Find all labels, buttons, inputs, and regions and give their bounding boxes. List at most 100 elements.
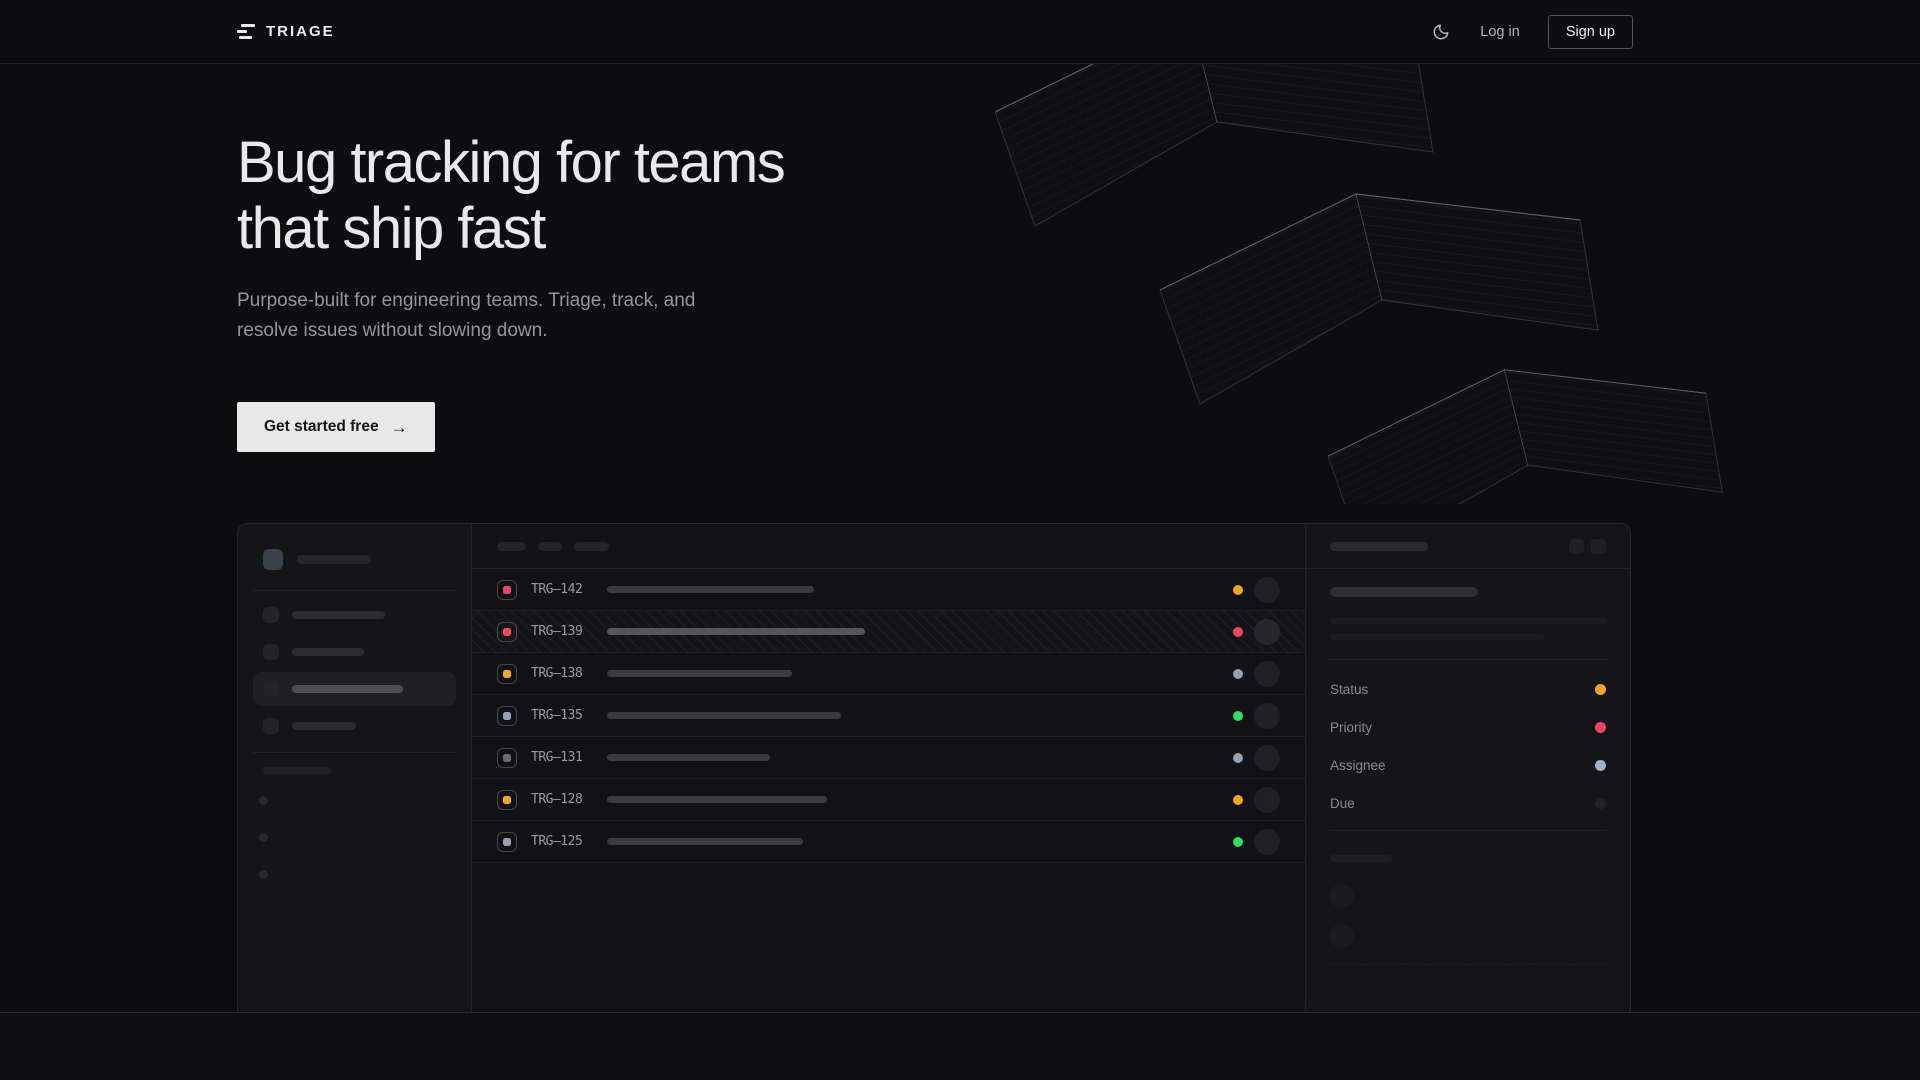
sidebar-nav-item xyxy=(253,596,456,633)
field-value-dot xyxy=(1595,721,1606,733)
issue-row: TRG–131 xyxy=(472,737,1305,779)
issue-id: TRG–125 xyxy=(531,834,583,849)
divider xyxy=(1330,830,1606,831)
avatar-placeholder xyxy=(1254,744,1280,771)
field-row-priority: Priority xyxy=(1330,708,1606,746)
issue-title-skeleton xyxy=(607,712,841,719)
issue-type-icon xyxy=(497,579,517,600)
skeleton-bar xyxy=(292,647,364,656)
detail-panel: Status Priority Assignee Due xyxy=(1305,524,1630,1012)
filter-pill-placeholder xyxy=(538,541,562,551)
avatar-placeholder xyxy=(1330,924,1354,948)
sidebar-nav-item xyxy=(253,633,456,670)
avatar-placeholder xyxy=(1254,618,1280,645)
divider xyxy=(1330,659,1606,660)
status-dot xyxy=(1233,752,1243,763)
status-dot xyxy=(1233,668,1243,679)
hero-title-line1: Bug tracking for teams xyxy=(237,130,786,195)
field-row-status: Status xyxy=(1330,670,1606,708)
workspace-row xyxy=(253,549,456,570)
issue-id: TRG–142 xyxy=(531,582,583,597)
field-label: Assignee xyxy=(1330,757,1386,773)
status-dot xyxy=(1233,794,1243,805)
field-list: Status Priority Assignee Due xyxy=(1330,660,1606,830)
issue-row: TRG–142 xyxy=(472,569,1305,611)
skeleton-line xyxy=(1330,634,1545,640)
sidebar-nav-item-active xyxy=(253,671,456,706)
issue-row: TRG–125 xyxy=(472,821,1305,863)
issue-title-skeleton xyxy=(607,796,827,803)
field-value-dot xyxy=(1595,759,1606,771)
status-dot xyxy=(1233,626,1243,637)
detail-panel-body: Status Priority Assignee Due xyxy=(1306,569,1630,965)
site-footer xyxy=(0,1013,1920,1079)
dashed-divider xyxy=(1330,964,1606,965)
hero-title: Bug tracking for teams that ship fast xyxy=(237,130,1920,262)
skeleton-title xyxy=(1330,587,1478,597)
panel-action-placeholder xyxy=(1569,538,1584,554)
skeleton-bar xyxy=(292,721,356,730)
field-value-dot xyxy=(1595,683,1606,695)
sidebar-nav-item xyxy=(253,707,456,744)
issue-id: TRG–135 xyxy=(531,708,583,723)
arrow-right-icon: → xyxy=(390,417,408,437)
nav-icon-placeholder xyxy=(263,643,279,660)
nav-icon-placeholder xyxy=(263,606,279,623)
moon-icon xyxy=(1433,24,1449,39)
issue-type-icon xyxy=(497,663,517,684)
hero-copy: Bug tracking for teams that ship fast Pu… xyxy=(0,64,1920,452)
issue-type-icon xyxy=(497,705,517,726)
avatar-placeholder xyxy=(1254,702,1280,729)
issue-title-skeleton xyxy=(607,670,792,677)
app-header: TRIAGE Log in Sign up xyxy=(0,0,1920,64)
issue-type-icon xyxy=(497,789,517,810)
issue-id: TRG–128 xyxy=(531,792,583,807)
skeleton-bar xyxy=(297,555,371,564)
issue-id: TRG–138 xyxy=(531,666,583,681)
panel-action-placeholder xyxy=(1591,538,1606,554)
issue-type-icon xyxy=(497,831,517,852)
sidebar-nav xyxy=(253,596,456,744)
hero-title-line2: that ship fast xyxy=(237,196,546,261)
field-label: Due xyxy=(1330,795,1355,811)
field-label: Status xyxy=(1330,681,1369,697)
filter-pill-placeholder xyxy=(574,541,609,551)
cta-label: Get started free xyxy=(264,418,379,435)
nav-icon-placeholder xyxy=(263,717,279,734)
skeleton-section-label xyxy=(263,767,331,774)
skeleton-bar xyxy=(1330,541,1428,551)
issue-title-skeleton xyxy=(607,838,803,845)
get-started-button[interactable]: Get started free → xyxy=(237,402,435,452)
issue-row: TRG–139 xyxy=(472,611,1305,653)
field-value-dot xyxy=(1595,797,1606,809)
issue-type-icon xyxy=(497,621,517,642)
brand-logo[interactable]: TRIAGE xyxy=(237,23,335,40)
triage-logo-icon xyxy=(237,24,255,39)
issue-row: TRG–128 xyxy=(472,779,1305,821)
avatar-placeholder xyxy=(1254,828,1280,855)
status-dot xyxy=(1233,584,1243,595)
divider xyxy=(253,752,456,753)
issue-title-skeleton xyxy=(607,586,814,593)
divider xyxy=(253,590,456,591)
skeleton-section-label xyxy=(1330,855,1392,862)
field-row-assignee: Assignee xyxy=(1330,746,1606,784)
workspace-icon xyxy=(263,549,283,570)
brand-name: TRIAGE xyxy=(266,23,335,40)
login-link[interactable]: Log in xyxy=(1480,23,1520,40)
nav-icon-placeholder xyxy=(263,680,279,697)
dot-placeholder xyxy=(259,796,268,805)
signup-button[interactable]: Sign up xyxy=(1547,14,1633,49)
skeleton-bar xyxy=(292,684,403,693)
sidebar-dot-list xyxy=(253,796,456,879)
skeleton-line xyxy=(1330,618,1607,624)
issue-row: TRG–135 xyxy=(472,695,1305,737)
dot-placeholder xyxy=(259,833,268,842)
issue-list: TRG–142 TRG–139 TRG–138 TRG–135 xyxy=(472,524,1305,1012)
issue-row: TRG–138 xyxy=(472,653,1305,695)
hero-section: Bug tracking for teams that ship fast Pu… xyxy=(0,64,1920,1013)
issue-type-icon xyxy=(497,747,517,768)
issue-title-skeleton xyxy=(607,754,770,761)
theme-toggle-button[interactable] xyxy=(1430,21,1452,43)
issue-id: TRG–131 xyxy=(531,750,583,765)
